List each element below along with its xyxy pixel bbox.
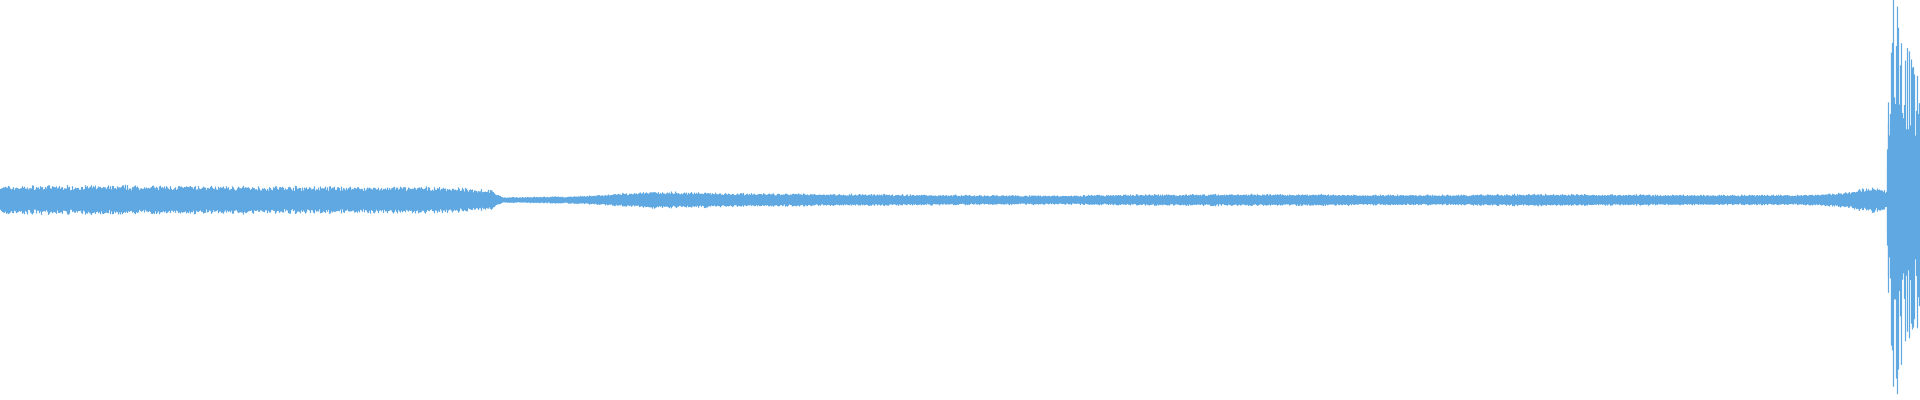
waveform-core xyxy=(0,122,1890,278)
